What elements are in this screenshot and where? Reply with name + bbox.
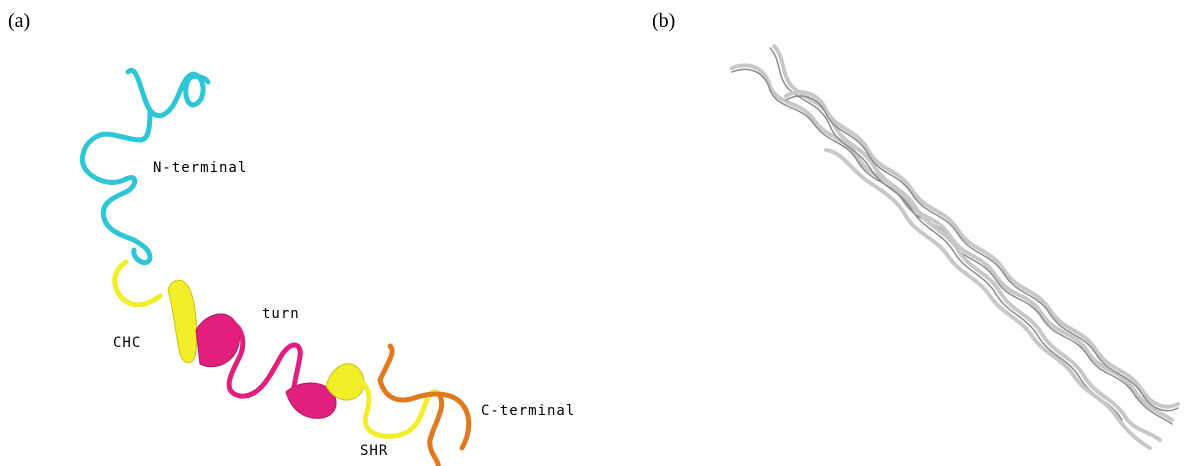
- fibril-strand-1-shadow: [732, 69, 1172, 424]
- turn-coil: [229, 322, 300, 400]
- chc-coil: [115, 262, 160, 305]
- n-terminal-label: N-terminal: [153, 160, 247, 176]
- panel-b-structure: [732, 46, 1178, 448]
- turn-label: turn: [262, 306, 300, 322]
- panel-a-structure: [82, 70, 468, 466]
- shr-label: SHR: [360, 443, 388, 459]
- chc-label: CHC: [113, 335, 141, 351]
- fibril-strand-4: [826, 150, 1150, 448]
- chc-helix: [168, 280, 197, 363]
- shr-coil: [358, 380, 440, 436]
- c-terminal-label: C-terminal: [481, 403, 575, 419]
